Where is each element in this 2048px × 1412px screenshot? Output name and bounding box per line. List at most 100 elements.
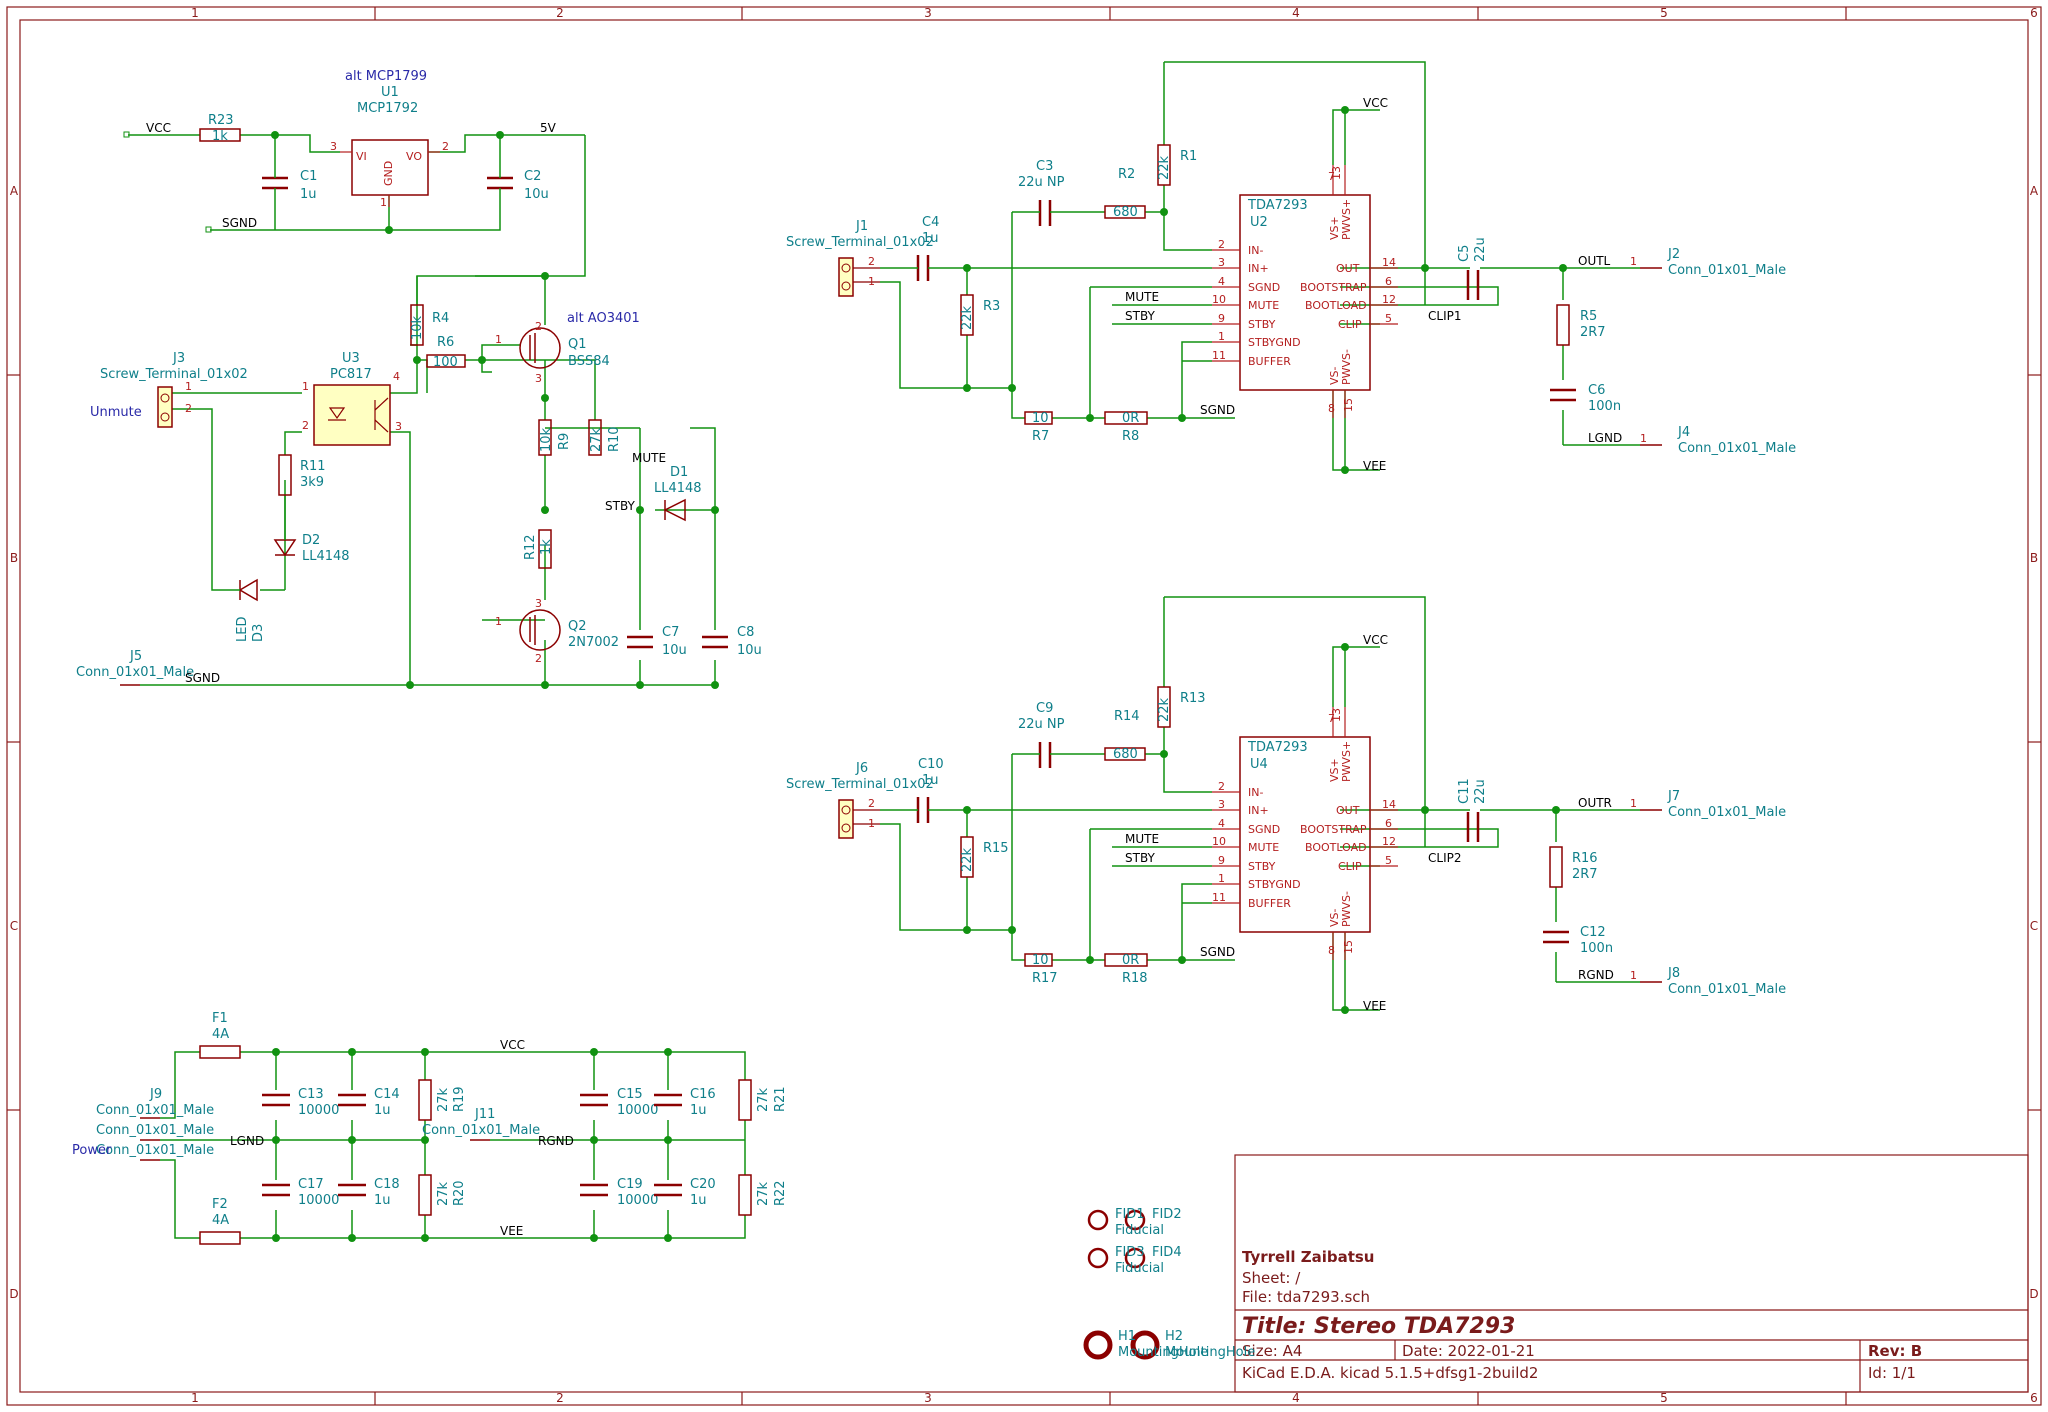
capacitor-c11 bbox=[1466, 812, 1480, 842]
resistor-r1 bbox=[1157, 144, 1171, 186]
j1-pin1: 1 bbox=[868, 275, 875, 288]
j7-val: Conn_01x01_Male bbox=[1668, 805, 1786, 820]
u3-val: PC817 bbox=[330, 367, 372, 382]
r9-ref: R9 bbox=[557, 433, 572, 450]
c12-val: 100n bbox=[1580, 941, 1613, 956]
net-gnd: LGND bbox=[1588, 431, 1622, 445]
u1-pin-vo: VO bbox=[406, 150, 422, 163]
r4-ref: R4 bbox=[432, 311, 449, 326]
fiducial-fid4 bbox=[1124, 1247, 1146, 1269]
c7-ref: C7 bbox=[662, 625, 679, 640]
r6-ref: R6 bbox=[437, 335, 454, 350]
amp-left-parts: 2 1 J1 Screw_Terminal_01x02 C4 1u C3 22u… bbox=[786, 96, 1796, 474]
svg-text:8: 8 bbox=[1328, 944, 1335, 957]
r3-ref: R3 bbox=[983, 299, 1000, 314]
q1-val: BSS84 bbox=[568, 354, 610, 369]
c2-ref: C2 bbox=[524, 169, 541, 184]
resistor-r5 bbox=[1556, 304, 1570, 346]
fid-val: Fiducial bbox=[1115, 1261, 1164, 1276]
svg-text:2: 2 bbox=[1218, 780, 1225, 793]
fuse-f2 bbox=[199, 1231, 241, 1245]
net-5v: 5V bbox=[540, 121, 557, 135]
row-label: C bbox=[10, 919, 18, 933]
u1-val: MCP1792 bbox=[357, 101, 418, 116]
j1-ref: J1 bbox=[855, 219, 868, 234]
svg-text:STBY: STBY bbox=[1248, 860, 1276, 873]
amp-right-wires bbox=[880, 596, 1640, 1011]
c18-ref: C18 bbox=[374, 1177, 400, 1192]
q2-pin3: 3 bbox=[535, 597, 542, 610]
resistor-r3 bbox=[960, 294, 974, 336]
j4-ref: J4 bbox=[1677, 425, 1690, 440]
d2-ref: D2 bbox=[302, 533, 320, 548]
j3-ref: J3 bbox=[172, 351, 185, 366]
c20-val: 1u bbox=[690, 1193, 707, 1208]
col-label: 2 bbox=[556, 6, 564, 20]
resistor-r19 bbox=[418, 1079, 432, 1121]
d1-ref: D1 bbox=[670, 465, 688, 480]
u1-pin3: 3 bbox=[330, 140, 337, 153]
r4-val: 10k bbox=[410, 315, 425, 340]
date-label: Date: 2022-01-21 bbox=[1402, 1342, 1535, 1360]
amp-right-parts: 2 1 J6 Screw_Terminal_01x02 C10 1u C9 22… bbox=[786, 633, 1786, 1014]
u2-pin-pwvsplus: PWVS+ bbox=[1340, 199, 1353, 240]
fid3-ref: FID3 bbox=[1115, 1245, 1145, 1260]
r5-ref: R5 bbox=[1580, 309, 1597, 324]
svg-text:BOOTSTRAP: BOOTSTRAP bbox=[1300, 823, 1367, 836]
r11-ref: R11 bbox=[300, 459, 326, 474]
c15-ref: C15 bbox=[617, 1087, 643, 1102]
c19-ref: C19 bbox=[617, 1177, 643, 1192]
u1-pin1: 1 bbox=[380, 196, 387, 209]
power-label: Power bbox=[72, 1143, 112, 1158]
svg-text:2: 2 bbox=[1218, 238, 1225, 251]
net-lgnd: LGND bbox=[230, 1134, 264, 1148]
j9-val-a: Conn_01x01_Male bbox=[96, 1103, 214, 1118]
resistor-r14 bbox=[1104, 747, 1146, 761]
mounting-hole-h1 bbox=[1083, 1330, 1113, 1360]
svg-text:BOOTLOAD: BOOTLOAD bbox=[1305, 841, 1367, 854]
svg-text:10: 10 bbox=[1212, 293, 1226, 306]
svg-text:7: 7 bbox=[1328, 170, 1335, 183]
net-mute: MUTE bbox=[1125, 290, 1159, 304]
c11-val: 22u bbox=[1473, 779, 1488, 804]
power-parts: F1 4A F2 4A J9 Conn_01x01_Male Conn_01x0… bbox=[72, 1011, 788, 1245]
row-label: B bbox=[10, 551, 18, 565]
r7-val: 10 bbox=[1032, 411, 1049, 426]
capacitor-c9 bbox=[1038, 742, 1052, 768]
j2-ref: J2 bbox=[1667, 247, 1680, 262]
resistor-r11 bbox=[278, 454, 292, 496]
regulator-parts: R23 1k VI VO GND 3 2 1 alt MCP1799 U1 MC… bbox=[123, 69, 557, 280]
c8-val: 10u bbox=[737, 643, 762, 658]
mechanical-parts: FID1 FID2 Fiducial FID3 FID4 Fiducial H1… bbox=[1083, 1207, 1255, 1360]
c12-ref: C12 bbox=[1580, 925, 1606, 940]
u2-pin-buffer: BUFFER bbox=[1248, 355, 1291, 368]
j7-ref: J7 bbox=[1667, 789, 1680, 804]
h1-val: MountingHole bbox=[1118, 1345, 1208, 1360]
d1-val: LL4148 bbox=[654, 481, 702, 496]
capacitor-c18 bbox=[338, 1183, 366, 1197]
j5-ref: J5 bbox=[129, 649, 142, 664]
u4-ref: U4 bbox=[1250, 757, 1268, 772]
net-gnd: RGND bbox=[1578, 968, 1614, 982]
r6-val: 100 bbox=[433, 355, 458, 370]
svg-text:4: 4 bbox=[1218, 817, 1225, 830]
col-label: 3 bbox=[924, 6, 932, 20]
c10-ref: C10 bbox=[918, 757, 944, 772]
resistor-r21 bbox=[738, 1079, 752, 1121]
resistor-r17 bbox=[1024, 953, 1053, 967]
net-vcc: VCC bbox=[1363, 633, 1388, 647]
r1-ref: R1 bbox=[1180, 149, 1197, 164]
svg-text:13: 13 bbox=[1330, 708, 1343, 722]
c16-val: 1u bbox=[690, 1103, 707, 1118]
resistor-r8 bbox=[1104, 411, 1148, 425]
unmute-label: Unmute bbox=[90, 405, 142, 420]
c16-ref: C16 bbox=[690, 1087, 716, 1102]
r18-ref: R18 bbox=[1122, 971, 1148, 986]
r11-val: 3k9 bbox=[300, 475, 324, 490]
r14-ref: R14 bbox=[1114, 709, 1140, 724]
svg-text:10: 10 bbox=[1212, 835, 1226, 848]
capacitor-c5 bbox=[1466, 270, 1480, 300]
r20-ref: R20 bbox=[452, 1180, 467, 1206]
r15-val: 22k bbox=[960, 847, 975, 872]
resistor-r20 bbox=[418, 1174, 432, 1216]
